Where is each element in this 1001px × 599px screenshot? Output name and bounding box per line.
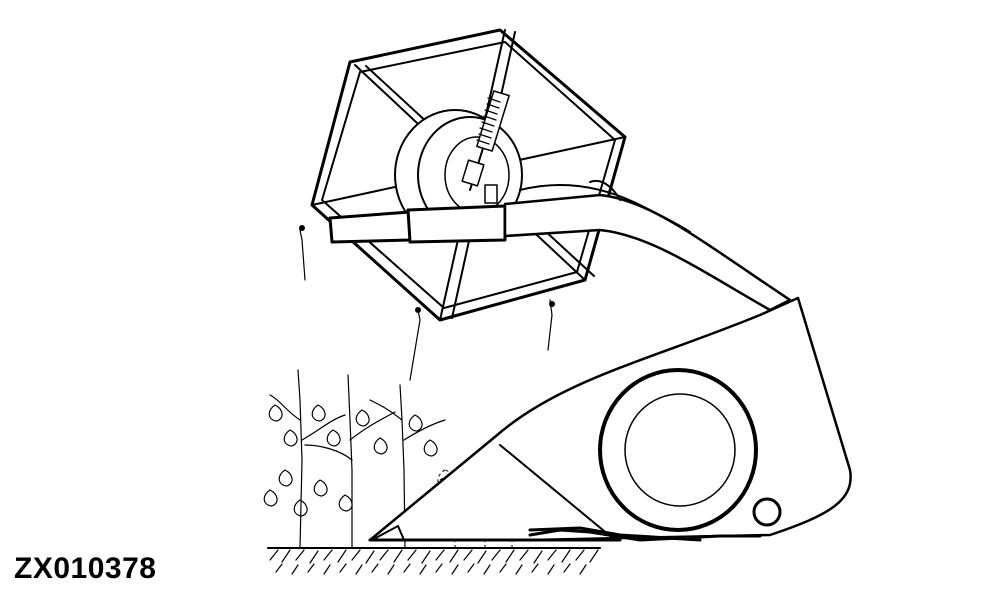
- reel-drive-shaft: [461, 90, 510, 204]
- figure-id-label: ZX010378: [14, 552, 157, 585]
- header-drum: [598, 368, 758, 532]
- ground: [267, 547, 601, 575]
- small-roller: [752, 497, 782, 527]
- cutter-bar: [528, 528, 762, 542]
- reel-support-arm: [328, 180, 792, 312]
